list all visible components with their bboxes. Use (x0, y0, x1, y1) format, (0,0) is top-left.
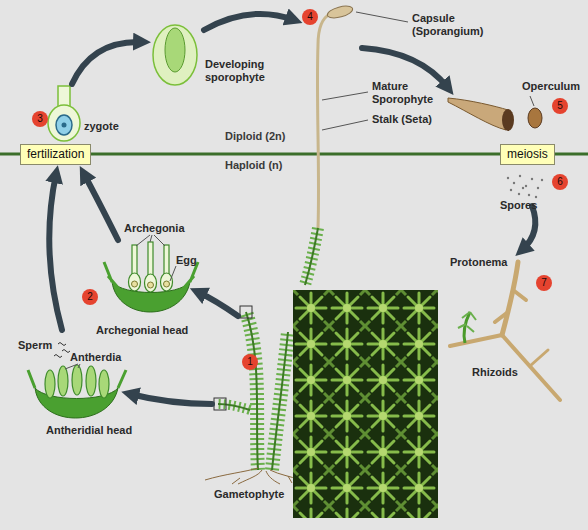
part-label: Gametophyte (214, 488, 284, 501)
callout-circle: 1 (242, 354, 258, 370)
callout-circle: 5 (552, 98, 568, 114)
callout-number: 6 (557, 177, 563, 187)
callout-circle: 3 (32, 111, 48, 127)
part-label: Antheridial head (46, 424, 132, 437)
callout-circle: 7 (536, 275, 552, 291)
part-label: Mature Sporophyte (372, 80, 444, 106)
callout-number: 1 (247, 357, 253, 367)
callout-circle: 4 (302, 9, 318, 25)
stage-name: fertilization (27, 147, 84, 161)
part-label: Archegonia (124, 222, 185, 235)
stage-box: fertilization (20, 144, 91, 165)
callout-number: 5 (557, 101, 563, 111)
callout-number: 7 (541, 278, 547, 288)
part-label: Spores (500, 199, 537, 212)
callout-circle: 6 (552, 174, 568, 190)
part-label: Rhizoids (472, 366, 518, 379)
part-label: Diploid (2n) (225, 130, 286, 143)
part-label: Egg (176, 254, 197, 267)
part-label: Operculum (522, 80, 580, 93)
stage-name: meiosis (507, 147, 548, 161)
part-label: zygote (84, 120, 119, 133)
part-label: Stalk (Seta) (372, 113, 432, 126)
part-label: Antherdia (70, 351, 121, 364)
callout-number: 3 (37, 114, 43, 124)
part-label: Capsule (Sporangium) (412, 12, 494, 38)
part-label: Haploid (n) (225, 159, 282, 172)
part-label: Protonema (450, 256, 507, 269)
part-label: Developing sporophyte (205, 58, 279, 84)
callout-circle: 2 (82, 289, 98, 305)
part-label: Sperm (18, 339, 52, 352)
callout-number: 4 (307, 12, 313, 22)
part-label: Archegonial head (96, 324, 188, 337)
callout-number: 2 (87, 292, 93, 302)
stage-box: meiosis (500, 144, 555, 165)
